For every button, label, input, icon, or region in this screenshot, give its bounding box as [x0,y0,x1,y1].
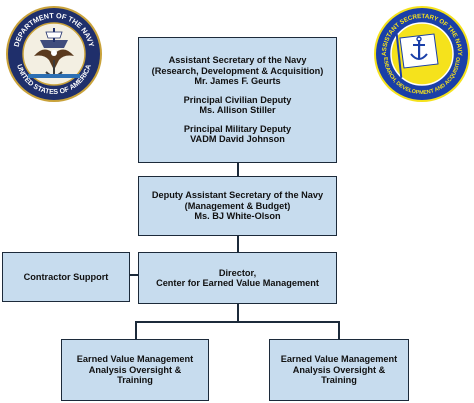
principal-civilian-deputy-name: Ms. Allison Stiller [199,105,276,116]
evm-analysis-box-right: Earned Value Management Analysis Oversig… [269,339,409,401]
connector-to-evm-left [135,321,137,339]
rda-seal-icon: ASSISTANT SECRETARY OF THE NAVY RESEARCH… [372,4,470,102]
asn-rda-box: Assistant Secretary of the Navy (Researc… [138,37,337,163]
dasn-title-line1: Deputy Assistant Secretary of the Navy [151,190,324,201]
connector-dasn-to-director [237,235,239,252]
connector-director-to-contractor [129,274,138,276]
director-title-line1: Director, [218,267,257,278]
dasn-title-line2: (Management & Budget) [184,200,291,211]
principal-military-deputy-title: Principal Military Deputy [183,123,292,134]
evm-left-line3: Training [117,375,153,386]
connector-to-evm-right [338,321,340,339]
principal-civilian-deputy-title: Principal Civilian Deputy [183,94,292,105]
connector-asn-to-dasn [237,162,239,176]
evm-right-line2: Analysis Oversight & [292,364,386,375]
navy-seal-icon: DEPARTMENT OF THE NAVY UNITED STATES OF … [6,6,102,102]
evm-analysis-box-left: Earned Value Management Analysis Oversig… [61,339,209,401]
dasn-box: Deputy Assistant Secretary of the Navy (… [138,176,337,236]
contractor-support-box: Contractor Support [2,252,130,302]
asn-title-line2: (Research, Development & Acquisition) [151,65,324,76]
connector-horizontal-bar [135,321,339,323]
evm-right-line1: Earned Value Management [280,354,398,365]
asn-name: Mr. James F. Geurts [194,76,281,87]
asn-title-line1: Assistant Secretary of the Navy [168,55,307,66]
principal-military-deputy-name: VADM David Johnson [190,134,285,145]
contractor-support-label: Contractor Support [23,271,109,282]
evm-left-line2: Analysis Oversight & [88,364,182,375]
connector-director-down [237,303,239,322]
dasn-name: Ms. BJ White-Olson [194,211,281,222]
director-title-line2: Center for Earned Value Management [156,278,319,288]
evm-left-line1: Earned Value Management [76,354,194,365]
evm-right-line3: Training [321,375,357,386]
director-box: Director, Center for Earned Value Manage… [138,252,337,304]
